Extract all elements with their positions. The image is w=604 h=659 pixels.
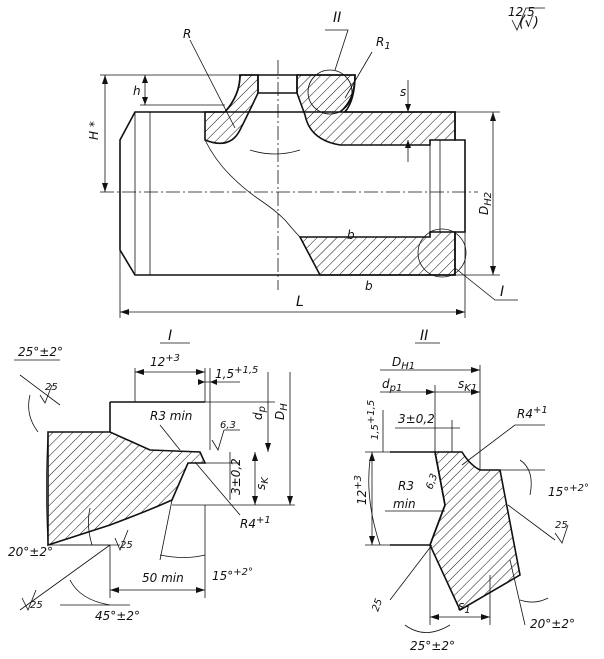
finish-mark-inner: b — [347, 228, 355, 242]
detail-I-angle-15: 15°+2° — [212, 567, 253, 583]
detail-II-view: II DH1 dp1 sK1 1,5+1,5 3±0,2 R4+1 — [353, 328, 589, 653]
break-line — [204, 139, 301, 238]
detail-I-sk: sK — [254, 476, 271, 490]
main-view: H * h s DH2 L R R1 II — [87, 10, 518, 318]
detail-I-R3min: R3 min — [150, 409, 192, 423]
detail-II-dp1: dp1 — [382, 377, 402, 394]
dim-L-label: L — [296, 294, 304, 310]
detail-I-marker: I — [500, 284, 504, 300]
detail-II-rough-25b: 25 — [370, 597, 385, 613]
detail-I-rough-63: 6,3 — [220, 420, 236, 431]
detail-I-dim-15: 1,5+1,5 — [215, 365, 258, 381]
detail-II-marker: II — [333, 10, 341, 26]
detail-II-angle-25: 25°±2° — [410, 639, 455, 653]
detail-I-view: I 12+3 1,5+1,5 dp DH sK — [8, 328, 295, 623]
detail-I-angle-top: 25°±2° — [18, 345, 63, 359]
detail-I-dim-12: 12+3 — [150, 353, 180, 369]
detail-I-rough-25b: 25 — [120, 540, 133, 551]
detail-I-dp: dp — [251, 406, 268, 420]
detail-I-title: I — [168, 328, 172, 344]
detail-circle-II — [307, 69, 353, 115]
detail-I-dim-50: 50 min — [142, 571, 184, 585]
detail-II-angle-15: 15°+2° — [548, 483, 589, 499]
dim-s-label: s — [400, 85, 406, 99]
detail-I-angle-20: 20°±2° — [8, 545, 53, 559]
detail-I-R4: R4+1 — [240, 515, 271, 531]
roughness-symbol: 12,5 (√) — [508, 5, 545, 31]
section-boss-left — [204, 74, 259, 145]
detail-circle-I — [417, 228, 467, 278]
detail-II-R3: R3 — [398, 479, 414, 493]
roughness-value: 12,5 — [508, 5, 535, 19]
dim-h-label: h — [133, 84, 141, 98]
detail-I-rough-25c: 25 — [30, 600, 43, 611]
detail-II-dim-12: 12+3 — [353, 475, 369, 505]
detail-II-section — [429, 451, 521, 612]
detail-II-s1: s1 — [458, 599, 471, 616]
detail-II-title: II — [420, 328, 428, 344]
dim-H-label: H * — [87, 121, 101, 140]
detail-II-sk1: sK1 — [458, 377, 477, 394]
section-boss-right — [296, 74, 456, 146]
detail-II-angle-20: 20°±2° — [530, 617, 575, 631]
roughness-suffix: (√) — [519, 15, 539, 31]
detail-II-dim-15: 1,5+1,5 — [366, 400, 381, 440]
detail-II-min: min — [393, 497, 416, 511]
detail-I-section — [47, 431, 207, 547]
radius-R-label: R — [183, 27, 191, 41]
detail-I-DH: DH — [273, 403, 290, 420]
detail-II-R4: R4+1 — [517, 405, 548, 421]
detail-II-rough-25a: 25 — [555, 520, 568, 531]
radius-R1-label: R1 — [376, 35, 391, 52]
detail-II-tol3: 3±0,2 — [398, 412, 435, 426]
dim-DH2-label: DH2 — [477, 192, 494, 215]
section-wall-bottom — [298, 231, 456, 276]
finish-mark-outer: b — [365, 279, 373, 293]
detail-I-tol3: 3±0,2 — [229, 458, 243, 495]
detail-II-DH1: DH1 — [392, 355, 415, 372]
detail-I-angle-45: 45°±2° — [95, 609, 140, 623]
detail-II-rough-63: 6,3 — [424, 472, 440, 491]
